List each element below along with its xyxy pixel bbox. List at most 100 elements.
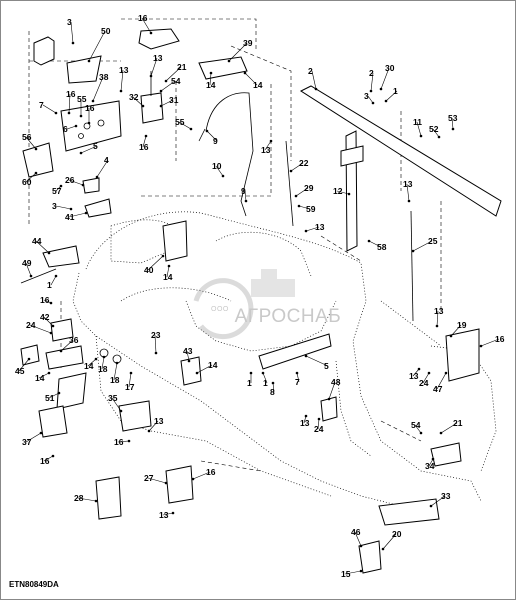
leader-line [215, 165, 224, 177]
part-39-bracket [198, 56, 248, 80]
part-49-rod [20, 268, 57, 284]
fastener-marker [34, 147, 38, 151]
leader-line [344, 570, 362, 575]
fastener-marker [209, 71, 213, 75]
part-41-bracket [84, 198, 112, 218]
fastener-marker [431, 457, 435, 461]
leader-line [160, 80, 176, 92]
part-27-bracket [165, 465, 194, 504]
callout-22: 22 [299, 158, 309, 168]
callout-13: 13 [315, 222, 325, 232]
fastener-marker [479, 344, 483, 348]
leader-line [295, 187, 309, 197]
callout-45: 45 [15, 366, 25, 376]
leader-line [50, 275, 57, 286]
drawing-code: ETN80849DA [9, 580, 59, 589]
callout-12: 12 [333, 186, 343, 196]
leader-line [113, 362, 118, 381]
callout-33: 33 [441, 491, 451, 501]
callout-4: 4 [104, 155, 109, 165]
part-10-handle [198, 92, 254, 217]
callout-58: 58 [377, 242, 387, 252]
fastener-marker [49, 301, 53, 305]
leader-line [206, 130, 218, 142]
leader-line [142, 135, 147, 148]
callout-60: 60 [22, 177, 32, 187]
callout-6: 6 [63, 124, 68, 134]
callout-53: 53 [448, 113, 458, 123]
leader-line [42, 104, 57, 114]
callout-34: 34 [425, 461, 435, 471]
part-46-bracket [358, 540, 382, 574]
leader-line [150, 57, 158, 77]
callout-31: 31 [169, 95, 179, 105]
callout-16: 16 [40, 456, 50, 466]
leader-line [385, 90, 398, 102]
fastener-marker [51, 324, 55, 328]
callout-5: 5 [93, 141, 98, 151]
leader-line [29, 324, 52, 334]
leader-line [162, 512, 174, 516]
fastener-marker [243, 71, 247, 75]
part-35-bracket [118, 400, 152, 432]
leader-line [422, 372, 430, 384]
leader-line [311, 70, 317, 90]
fastener-marker [49, 331, 53, 335]
leader-line [68, 93, 71, 114]
leader-line [436, 310, 439, 327]
callout-16: 16 [85, 103, 95, 113]
leader-line [88, 30, 106, 62]
callout-16: 16 [114, 437, 124, 447]
leader-line [262, 372, 268, 384]
leader-line [25, 136, 37, 150]
leader-line [264, 140, 272, 151]
callout-52: 52 [429, 124, 439, 134]
leader-line [148, 420, 159, 432]
leader-line [480, 338, 500, 347]
part-45-bracket [20, 344, 40, 366]
callout-36: 36 [69, 335, 79, 345]
leader-line [296, 372, 300, 383]
fastener-marker [429, 504, 433, 508]
leader-line [328, 381, 336, 400]
fastener-marker [419, 431, 423, 435]
part-26-latch [82, 177, 100, 194]
callout-29: 29 [304, 183, 314, 193]
callout-18: 18 [98, 364, 108, 374]
fastener-marker [317, 417, 321, 421]
leader-line [25, 432, 42, 443]
callout-13: 13 [434, 306, 444, 316]
fastener-marker [221, 174, 225, 178]
fastener-marker [71, 41, 75, 45]
leader-line [436, 372, 447, 390]
leader-line [55, 205, 72, 210]
callout-43: 43 [183, 346, 193, 356]
callout-56: 56 [22, 132, 32, 142]
part-37-bracket [38, 405, 68, 438]
callout-2: 2 [308, 66, 313, 76]
callout-11: 11 [413, 117, 422, 127]
fastener-marker [249, 371, 253, 375]
leader-line [141, 17, 152, 34]
fastener-marker [59, 349, 63, 353]
fastener-marker [167, 264, 171, 268]
fastener-marker [119, 89, 123, 93]
fastener-marker [304, 354, 308, 358]
part-50-shield [66, 55, 102, 84]
fastener-marker [269, 139, 273, 143]
fastener-marker [449, 334, 453, 338]
callout-38: 38 [99, 72, 109, 82]
fastener-marker [95, 175, 99, 179]
fastener-marker [29, 274, 33, 278]
part-47-panel [445, 328, 480, 382]
callout-49: 49 [22, 258, 32, 268]
part-bracket-top-left [33, 36, 55, 66]
fastener-marker [54, 111, 58, 115]
callout-13: 13 [300, 418, 310, 428]
callout-32: 32 [129, 92, 139, 102]
fastener-marker [164, 79, 168, 83]
callout-55: 55 [175, 117, 185, 127]
fastener-marker [381, 547, 385, 551]
leader-line [120, 69, 124, 92]
